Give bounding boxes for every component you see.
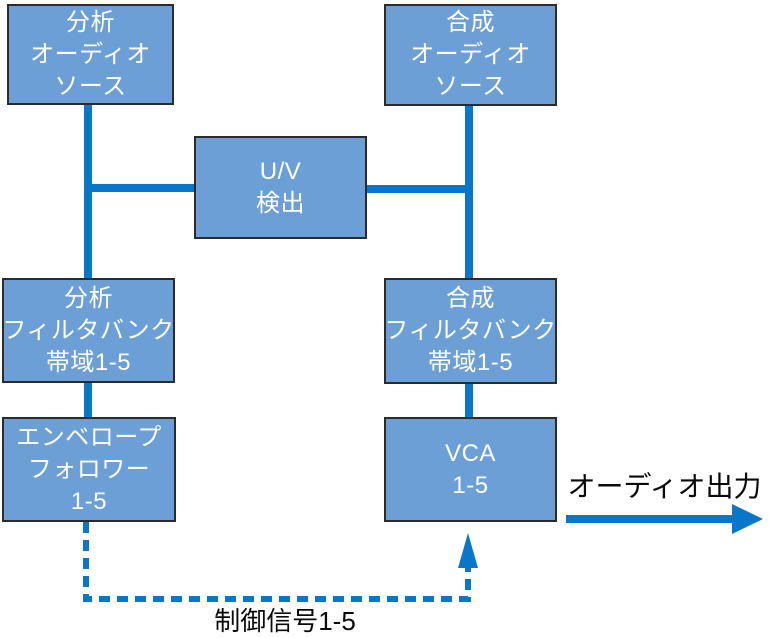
control-signal-dashed-path (83, 522, 471, 602)
synthesis-filterbank-line2: フィルタバンク (384, 317, 557, 344)
analysis-filterbank-line2: フィルタバンク (2, 316, 175, 344)
synthesis-audio-source-line3: ソース (434, 73, 507, 100)
envelope-follower-line3: 1-5 (70, 487, 108, 515)
audio-output-arrowhead-icon (732, 504, 763, 534)
synthesis-filterbank-box: 合成 フィルタバンク 帯域1-5 (384, 278, 557, 384)
vca-line2: 1-5 (452, 471, 489, 499)
analysis-filterbank-box: 分析 フィルタバンク 帯域1-5 (2, 278, 175, 383)
uv-detection-line2: 検出 (256, 189, 305, 217)
synthesis-audio-source-line1: 合成 (446, 9, 495, 36)
analysis-audio-source-line2: オーディオ (30, 40, 151, 68)
analysis-audio-source-box: 分析 オーディオ ソース (7, 4, 174, 105)
synthesis-filterbank-line1: 合成 (446, 285, 495, 312)
envelope-follower-line2: フォロワー (27, 455, 151, 483)
envelope-follower-box: エンベロープ フォロワー 1-5 (2, 417, 176, 522)
analysis-audio-source-line3: ソース (54, 72, 127, 100)
vca-line1: VCA (445, 439, 496, 467)
vca-box: VCA 1-5 (384, 417, 557, 522)
analysis-filterbank-line3: 帯域1-5 (45, 348, 132, 376)
analysis-filterbank-line1: 分析 (64, 284, 113, 312)
envelope-follower-line1: エンベロープ (16, 423, 162, 451)
synthesis-audio-source-box: 合成 オーディオ ソース (384, 4, 557, 106)
uv-detection-line1: U/V (259, 157, 302, 185)
control-signal-label: 制御信号1-5 (214, 606, 356, 636)
synthesis-filterbank-line3: 帯域1-5 (427, 349, 514, 376)
audio-output-label: オーディオ出力 (567, 471, 762, 502)
control-signal-arrowhead-icon (458, 533, 478, 568)
analysis-audio-source-line1: 分析 (66, 8, 115, 36)
synthesis-audio-source-line2: オーディオ (410, 41, 531, 68)
uv-detection-box: U/V 検出 (194, 136, 367, 239)
